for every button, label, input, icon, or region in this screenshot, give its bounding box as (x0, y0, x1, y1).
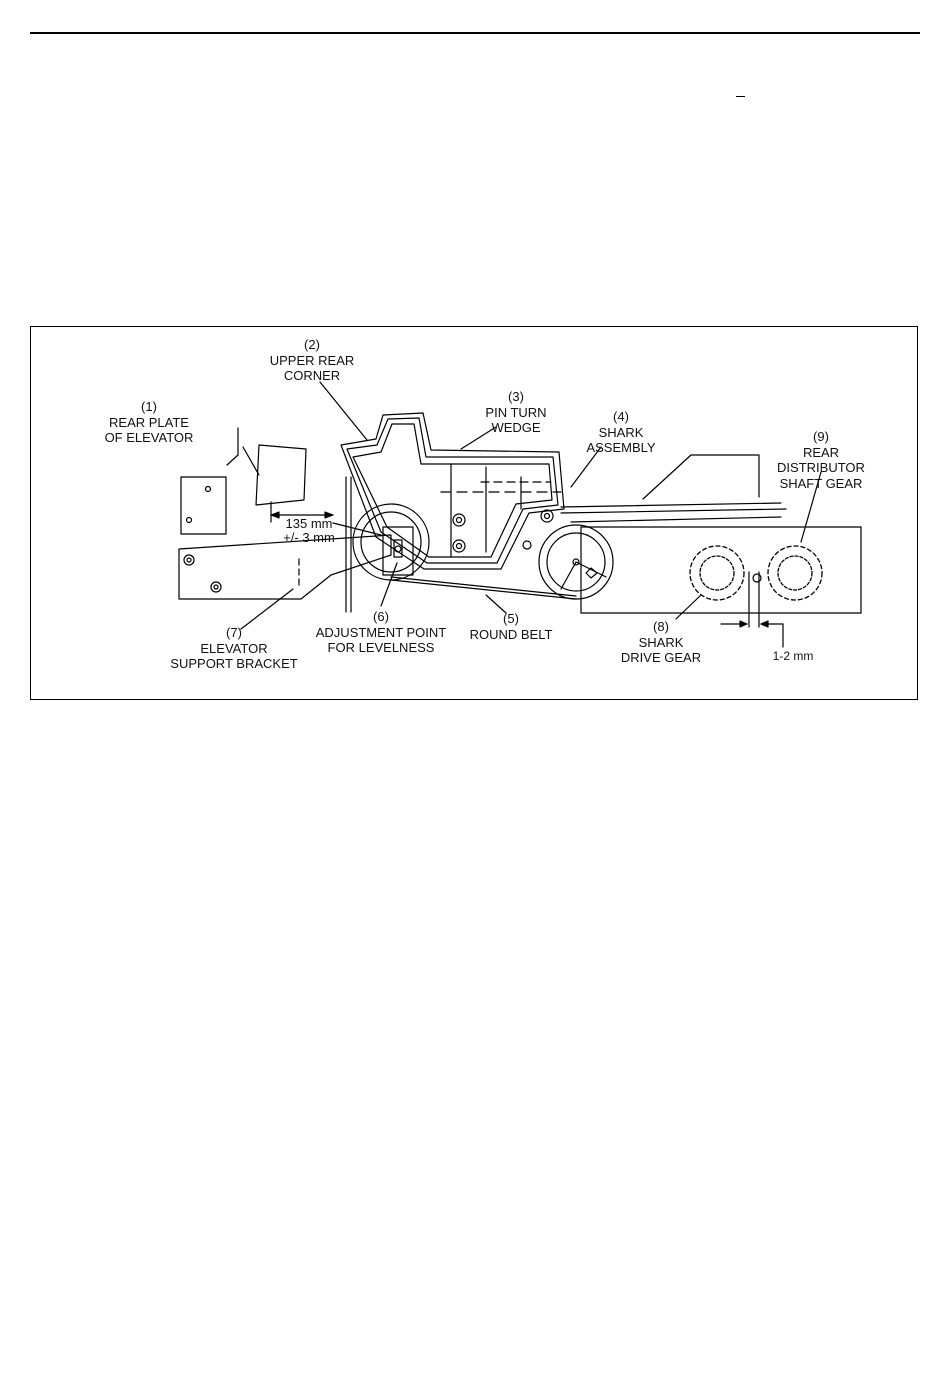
callout-shark-drive-gear: (8) SHARK DRIVE GEAR (606, 619, 716, 666)
shark-assembly-rail (561, 503, 781, 507)
callout-rear-distributor-shaft-gear: (9) REAR DISTRIBUTOR SHAFT GEAR (766, 429, 876, 491)
rear-plate-edge (227, 428, 238, 465)
rear-distributor-shaft-gear (768, 546, 822, 600)
round-belt (391, 580, 576, 599)
callout-rear-plate: (1) REAR PLATE OF ELEVATOR (93, 399, 205, 446)
dimension-135mm: 135 mm +/- 3 mm (269, 517, 349, 545)
rear-plate-of-elevator (256, 445, 306, 505)
callout-upper-rear-corner: (2) UPPER REAR CORNER (257, 337, 367, 384)
header-rule (30, 32, 920, 34)
callout-shark-assembly: (4) SHARK ASSEMBLY (576, 409, 666, 456)
dimension-gear-gap: 1-2 mm (763, 649, 823, 663)
callout-adjustment-point: (6) ADJUSTMENT POINT FOR LEVELNESS (301, 609, 461, 656)
callout-pin-turn-wedge: (3) PIN TURN WEDGE (466, 389, 566, 436)
callout-elevator-support-bracket: (7) ELEVATOR SUPPORT BRACKET (159, 625, 309, 672)
shark-drive-gear (690, 546, 744, 600)
figure-frame: (1) REAR PLATE OF ELEVATOR (2) UPPER REA… (30, 326, 918, 700)
rear-frame-block (181, 477, 226, 534)
stray-dash-mark (736, 96, 745, 97)
callout-round-belt: (5) ROUND BELT (461, 611, 561, 642)
